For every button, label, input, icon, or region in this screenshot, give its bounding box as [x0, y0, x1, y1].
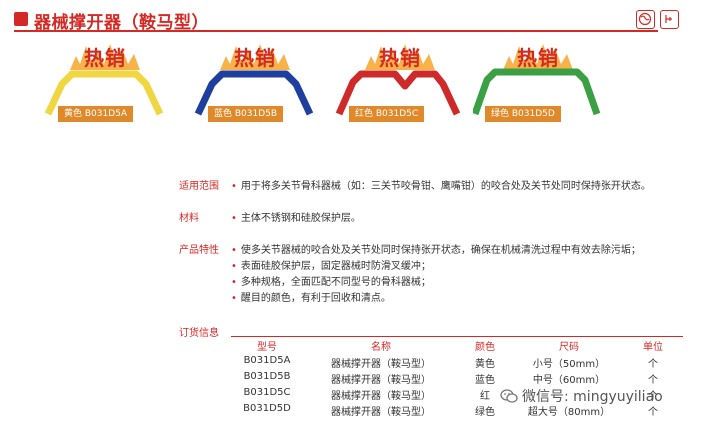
- table-row: B031D5A 器械撑开器（鞍马型） 黄色 小号（50mm） 个: [231, 354, 683, 370]
- product-label: 红色 B031D5C: [349, 106, 425, 122]
- header-unit: 单位: [643, 342, 663, 353]
- product-label: 黄色 B031D5A: [58, 106, 134, 122]
- page-title: 器械撑开器（鞍马型）: [34, 13, 209, 33]
- hot-sale-badge: 热销: [68, 38, 142, 72]
- product-red: 热销 红色 B031D5C: [335, 38, 465, 130]
- cell-model: B031D5D: [243, 403, 291, 414]
- cell-size: 中号（60mm）: [532, 375, 606, 386]
- document-icon: [660, 10, 679, 29]
- cell-unit: 个: [648, 407, 658, 418]
- table-row: B031D5C 器械撑开器（鞍马型） 红 个: [231, 386, 683, 402]
- header-model: 型号: [257, 342, 277, 353]
- feature-item: •多种规格，全面匹配不同型号的骨科器械；: [231, 277, 431, 288]
- table-header: 型号 名称 颜色 尺码 单位: [231, 337, 683, 353]
- material-text: •主体不锈钢和硅胶保护层。: [231, 213, 361, 224]
- cell-color: 黄色: [475, 359, 495, 370]
- scope-text: •用于将多关节骨科器械（如：三关节咬骨钳、鹰嘴钳）的咬合处及关节处同时保持张开状…: [231, 181, 651, 192]
- product-label: 蓝色 B031D5B: [208, 106, 284, 122]
- table-row: B031D5D 器械撑开器（鞍马型） 绿色 超大号（80mm） 个: [231, 402, 683, 418]
- cell-color: 蓝色: [475, 375, 495, 386]
- cell-unit: 个: [648, 391, 658, 402]
- cell-model: B031D5A: [243, 355, 291, 366]
- table-rule: [231, 336, 683, 337]
- feature-item: •表面硅胶保护层，固定器械时防滑叉缓冲；: [231, 261, 431, 272]
- cell-size: 小号（50mm）: [532, 359, 606, 370]
- cell-model: B031D5B: [243, 371, 291, 382]
- header-name: 名称: [371, 342, 391, 353]
- header-size: 尺码: [559, 342, 579, 353]
- wechat-watermark: 微信号: mingyuyiliao: [500, 385, 663, 407]
- header-divider: [14, 30, 658, 32]
- product-blue: 热销 蓝色 B031D5B: [190, 38, 320, 130]
- cell-name: 器械撑开器（鞍马型）: [331, 375, 431, 386]
- title-marker: [14, 12, 28, 26]
- header-color: 颜色: [475, 342, 495, 353]
- section-label-material: 材料: [179, 213, 199, 224]
- cell-unit: 个: [648, 375, 658, 386]
- feature-item: •使多关节器械的咬合处及关节处同时保持张开状态，确保在机械清洗过程中有效去除污垢…: [231, 245, 641, 256]
- hot-sale-badge: 热销: [363, 38, 437, 72]
- cell-model: B031D5C: [243, 387, 291, 398]
- cell-name: 器械撑开器（鞍马型）: [331, 359, 431, 370]
- product-green: 热销 绿色 B031D5D: [473, 38, 603, 130]
- hot-sale-badge: 热销: [218, 38, 292, 72]
- feature-item: •醒目的颜色，有利于回收和清点。: [231, 293, 391, 304]
- globe-icon: [636, 10, 655, 29]
- cell-name: 器械撑开器（鞍马型）: [331, 407, 431, 418]
- section-label-order: 订货信息: [179, 328, 219, 339]
- cell-color: 绿色: [475, 407, 495, 418]
- table-row: B031D5B 器械撑开器（鞍马型） 蓝色 中号（60mm） 个: [231, 370, 683, 386]
- cell-color: 红: [480, 391, 490, 402]
- wechat-icon: [500, 389, 518, 403]
- cell-unit: 个: [648, 359, 658, 370]
- hot-sale-badge: 热销: [501, 38, 575, 72]
- section-label-features: 产品特性: [179, 245, 219, 256]
- section-label-scope: 适用范围: [179, 181, 219, 192]
- product-label: 绿色 B031D5D: [485, 106, 561, 122]
- product-yellow: 热销 黄色 B031D5A: [40, 38, 170, 130]
- cell-name: 器械撑开器（鞍马型）: [331, 391, 431, 402]
- cell-size: 超大号（80mm）: [527, 407, 611, 418]
